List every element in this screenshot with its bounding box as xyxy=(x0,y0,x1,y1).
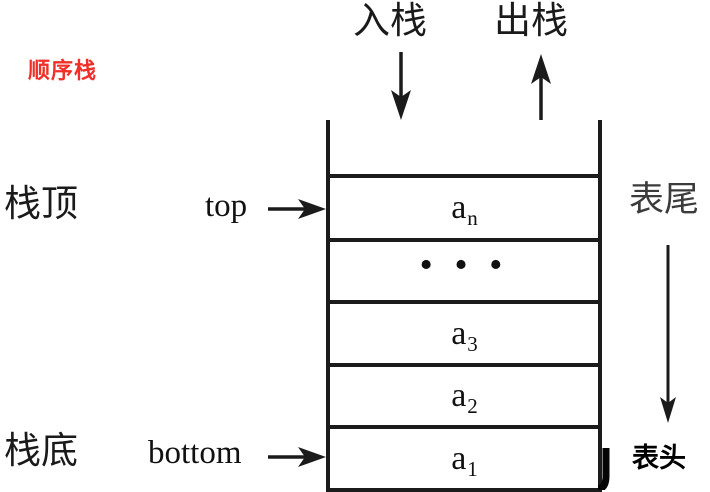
list-head-marker-icon xyxy=(598,448,610,490)
stack-divider xyxy=(326,425,602,429)
diagram-title: 顺序栈 xyxy=(28,59,98,84)
stack-divider xyxy=(326,363,602,367)
stack-cell-ellipsis: • • • xyxy=(326,242,602,300)
stack-container: an • • • a3 a2 a1 xyxy=(326,120,602,492)
stack-divider xyxy=(326,488,602,492)
stack-cell-a3: a3 xyxy=(326,304,602,363)
stack-divider xyxy=(326,238,602,242)
stack-right-border xyxy=(598,120,602,492)
stack-cell-a2-text: a2 xyxy=(451,377,478,418)
bottom-pointer-arrow-right-icon xyxy=(268,447,326,467)
list-head-label: 表头 xyxy=(632,443,686,474)
top-pointer-arrow-right-icon xyxy=(268,199,326,219)
bottom-pointer-label: bottom xyxy=(148,435,242,471)
stack-cell-an-text: an xyxy=(451,189,478,230)
pop-arrow-up-icon xyxy=(531,54,551,120)
stack-bottom-label-cn: 栈底 xyxy=(4,429,78,472)
stack-cell-ellipsis-text: • • • xyxy=(419,243,509,286)
stack-divider xyxy=(326,174,602,178)
stack-cell-a1: a1 xyxy=(326,429,602,488)
list-tail-label: 表尾 xyxy=(629,180,700,220)
push-label: 入栈 xyxy=(353,0,427,42)
stack-cell-a1-text: a1 xyxy=(451,439,478,481)
pop-label: 出栈 xyxy=(494,0,568,42)
top-pointer-label: top xyxy=(205,188,248,224)
stack-cell-an: an xyxy=(326,178,602,238)
stack-left-border xyxy=(326,120,330,492)
stack-cell-a2: a2 xyxy=(326,367,602,425)
stack-divider xyxy=(326,300,602,304)
stack-cell-a3-text: a3 xyxy=(451,314,478,356)
push-arrow-down-icon xyxy=(391,52,411,120)
stack-cell-empty xyxy=(326,120,602,174)
tail-to-head-arrow-down-icon xyxy=(660,245,676,423)
stack-top-label-cn: 栈顶 xyxy=(4,182,78,225)
